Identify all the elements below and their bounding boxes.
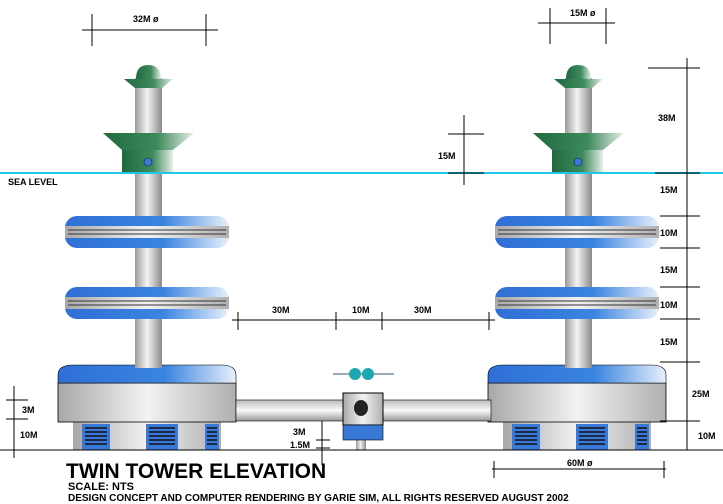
- drawing-title: TWIN TOWER ELEVATION: [66, 460, 326, 483]
- dim-top-height: 38M: [658, 113, 676, 123]
- dim-bridge-3m: 3M: [293, 427, 306, 437]
- right-tower: [487, 64, 667, 451]
- dim-span-left: 30M: [272, 305, 290, 315]
- dim-span-mid: 10M: [352, 305, 370, 315]
- dim-r2: 10M: [660, 228, 678, 238]
- dim-r7: 10M: [698, 431, 716, 441]
- dim-r6: 25M: [692, 389, 710, 399]
- dim-right-top-diameter: 15M ø: [570, 8, 596, 18]
- bridge: [235, 392, 492, 450]
- sea-level-label: SEA LEVEL: [8, 177, 58, 187]
- dim-r1: 15M: [660, 185, 678, 195]
- dim-r5: 15M: [660, 337, 678, 347]
- dim-r3: 15M: [660, 265, 678, 275]
- dim-deck-height: 15M: [438, 151, 456, 161]
- dim-r4: 10M: [660, 300, 678, 310]
- dim-base-diameter: 60M ø: [567, 458, 593, 468]
- dim-bridge-1-5m: 1.5M: [290, 440, 310, 450]
- dim-left-10m: 10M: [20, 430, 38, 440]
- left-tower: [57, 64, 237, 451]
- dim-left-3m: 3M: [22, 405, 35, 415]
- dimension-lines: [6, 8, 700, 478]
- credit-line: DESIGN CONCEPT AND COMPUTER RENDERING BY…: [68, 493, 569, 504]
- dim-left-top-diameter: 32M ø: [133, 14, 159, 24]
- aircraft-icon: [333, 368, 394, 380]
- dim-span-right: 30M: [414, 305, 432, 315]
- scale-note: SCALE: NTS: [68, 481, 134, 493]
